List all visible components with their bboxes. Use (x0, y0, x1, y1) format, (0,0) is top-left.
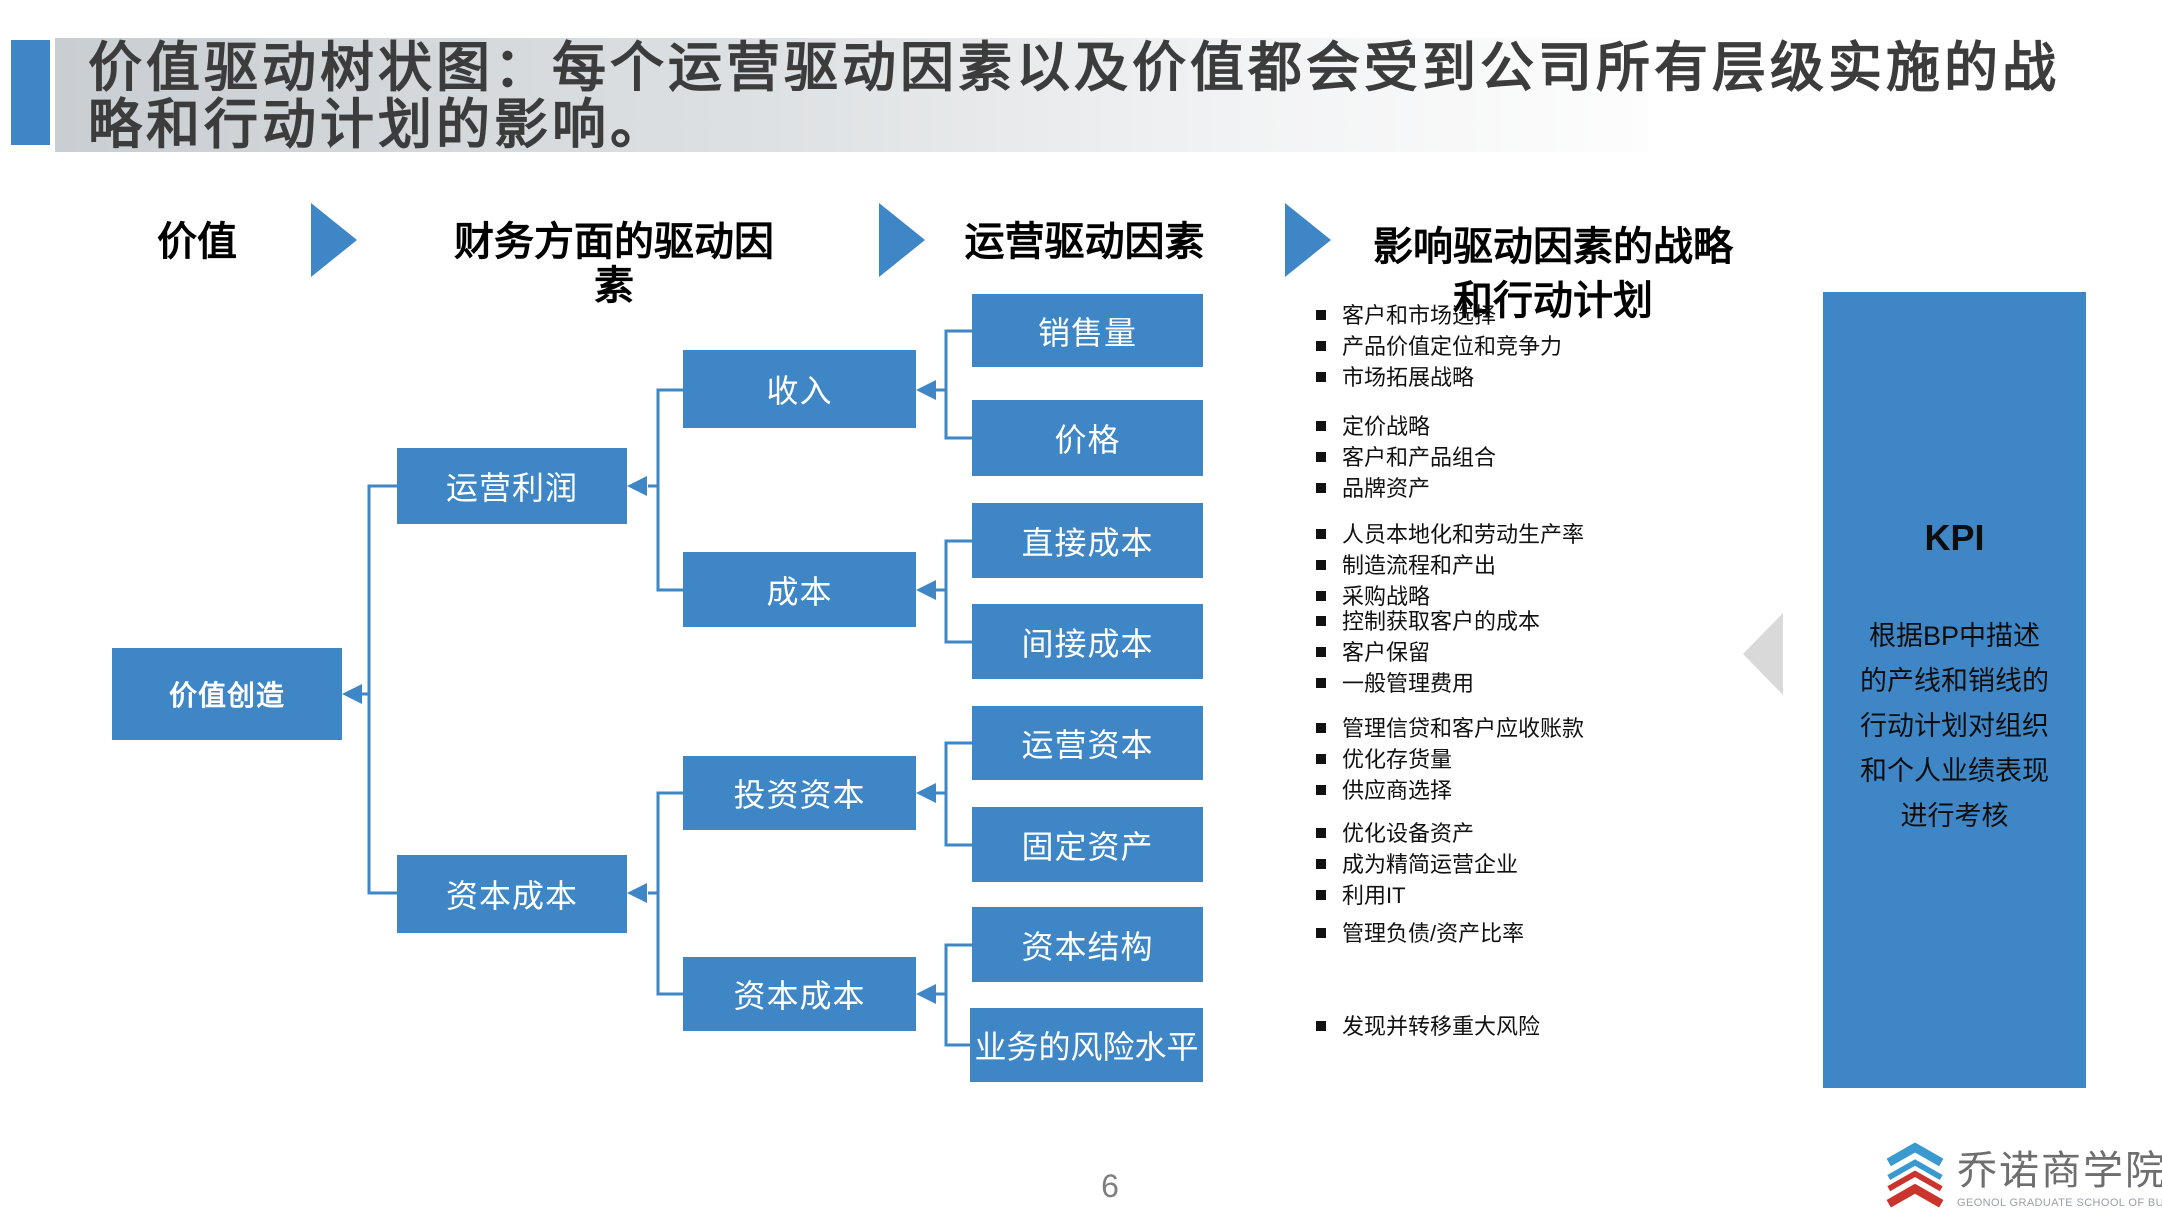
tree-box-working-capital: 运营资本 (972, 706, 1203, 780)
strategy-group-business-risk: 发现并转移重大风险 (1316, 1011, 1836, 1042)
logo-name: 乔诺商学院 (1957, 1149, 2162, 1193)
strategy-bullet-item: 优化设备资产 (1316, 818, 1836, 849)
square-bullet-icon (1316, 1021, 1326, 1031)
tree-box-fixed-assets: 固定资产 (972, 807, 1203, 882)
strategy-bullet-item: 采购战略 (1316, 581, 1836, 612)
tree-box-cost-of-capital: 资本成本 (397, 855, 627, 933)
strategy-bullet-item: 市场拓展战略 (1316, 362, 1836, 393)
logo-tagline: GEONOL GRADUATE SCHOOL OF BUSINESS (1957, 1197, 2162, 1209)
tree-box-business-risk-level: 业务的风险水平 (970, 1008, 1203, 1082)
strategy-bullet-item: 产品价值定位和竞争力 (1316, 331, 1836, 362)
company-logo: 乔诺商学院 GEONOL GRADUATE SCHOOL OF BUSINESS (1883, 1140, 2162, 1210)
strategy-bullet-item: 人员本地化和劳动生产率 (1316, 519, 1836, 550)
right-arrow-icon (1285, 203, 1331, 277)
strategy-bullet-item: 管理负债/资产比率 (1316, 918, 1836, 949)
tree-box-direct-cost: 直接成本 (972, 503, 1203, 578)
square-bullet-icon (1316, 529, 1326, 539)
square-bullet-icon (1316, 421, 1326, 431)
column-header-operational-drivers: 运营驱动因素 (964, 220, 1205, 264)
tree-box-operating-profit: 运营利润 (397, 448, 627, 524)
strategy-group-capital-structure: 管理负债/资产比率 (1316, 918, 1836, 949)
kpi-title: KPI (1924, 517, 1985, 558)
column-header-value: 价值 (157, 220, 237, 264)
tree-box-indirect-cost: 间接成本 (972, 604, 1203, 679)
square-bullet-icon (1316, 785, 1326, 795)
tree-box-cost: 成本 (683, 552, 916, 627)
strategy-bullet-item: 制造流程和产出 (1316, 550, 1836, 581)
column-header-strategies: 影响驱动因素的战略 和行动计划 (1358, 220, 1748, 328)
strategy-bullet-item: 利用IT (1316, 880, 1836, 911)
strategy-bullet-item: 控制获取客户的成本 (1316, 606, 1836, 637)
strategy-group-price: 定价战略 客户和产品组合 品牌资产 (1316, 411, 1836, 504)
square-bullet-icon (1316, 859, 1326, 869)
slide-title: 价值驱动树状图：每个运营驱动因素以及价值都会受到公司所有层级实施的战 略和行动计… (88, 40, 2148, 154)
square-bullet-icon (1316, 723, 1326, 733)
tree-box-value-creation: 价值创造 (112, 648, 342, 740)
strategy-bullet-item: 成为精简运营企业 (1316, 849, 1836, 880)
page-number: 6 (1101, 1168, 1119, 1204)
title-accent-bar (11, 40, 50, 145)
square-bullet-icon (1316, 452, 1326, 462)
title-background-band (55, 38, 1648, 152)
tree-box-revenue: 收入 (683, 350, 916, 428)
strategy-bullet-item: 管理信贷和客户应收账款 (1316, 713, 1836, 744)
strategy-bullet-item: 发现并转移重大风险 (1316, 1011, 1836, 1042)
strategy-bullet-item: 客户和产品组合 (1316, 442, 1836, 473)
kpi-description: 根据BP中描述 的产线和销线的 行动计划对组织 和个人业绩表现 进行考核 (1860, 621, 2049, 831)
right-arrow-icon (879, 203, 925, 277)
strategy-bullet-item: 定价战略 (1316, 411, 1836, 442)
tree-box-sales-volume: 销售量 (972, 294, 1203, 367)
tree-box-price: 价格 (972, 400, 1203, 476)
square-bullet-icon (1316, 591, 1326, 601)
tree-box-invested-capital: 投资资本 (683, 756, 916, 830)
strategy-bullet-item: 客户保留 (1316, 637, 1836, 668)
square-bullet-icon (1316, 616, 1326, 626)
strategy-group-direct-cost: 人员本地化和劳动生产率 制造流程和产出 采购战略 (1316, 519, 1836, 612)
left-pointer-icon (1743, 613, 1783, 695)
logo-text-block: 乔诺商学院 GEONOL GRADUATE SCHOOL OF BUSINESS (1957, 1140, 2162, 1209)
strategy-group-indirect-cost: 控制获取客户的成本 客户保留 一般管理费用 (1316, 606, 1836, 699)
column-header-strategies-line1: 影响驱动因素的战略 (1373, 225, 1733, 269)
square-bullet-icon (1316, 678, 1326, 688)
right-arrow-icon (311, 203, 357, 277)
column-header-strategies-line2: 和行动计划 (1453, 279, 1653, 323)
square-bullet-icon (1316, 647, 1326, 657)
slide-title-line1: 价值驱动树状图：每个运营驱动因素以及价值都会受到公司所有层级实施的战 (88, 38, 2060, 98)
column-header-financial-drivers: 财务方面的驱动因素 (454, 220, 774, 308)
strategy-bullet-item: 一般管理费用 (1316, 668, 1836, 699)
strategy-bullet-item: 供应商选择 (1316, 775, 1836, 806)
square-bullet-icon (1316, 560, 1326, 570)
strategy-bullet-item: 品牌资产 (1316, 473, 1836, 504)
strategy-group-sales-volume: 客户和市场选择 产品价值定位和竞争力 市场拓展战略 (1316, 300, 1836, 393)
strategy-bullet-item: 优化存货量 (1316, 744, 1836, 775)
strategy-group-working-capital: 管理信贷和客户应收账款 优化存货量 供应商选择 (1316, 713, 1836, 806)
square-bullet-icon (1316, 310, 1326, 320)
square-bullet-icon (1316, 890, 1326, 900)
strategy-group-fixed-assets: 优化设备资产 成为精简运营企业 利用IT (1316, 818, 1836, 911)
square-bullet-icon (1316, 372, 1326, 382)
square-bullet-icon (1316, 341, 1326, 351)
tree-box-capital-cost-sub: 资本成本 (683, 957, 916, 1031)
square-bullet-icon (1316, 483, 1326, 493)
square-bullet-icon (1316, 828, 1326, 838)
tree-box-capital-structure: 资本结构 (972, 907, 1203, 982)
kpi-panel: KPI 根据BP中描述 的产线和销线的 行动计划对组织 和个人业绩表现 进行考核 (1823, 292, 2086, 1088)
logo-chevrons-icon (1886, 1142, 1944, 1208)
square-bullet-icon (1316, 754, 1326, 764)
slide-title-line2: 略和行动计划的影响。 (88, 95, 668, 155)
strategy-bullet-item: 客户和市场选择 (1316, 300, 1836, 331)
square-bullet-icon (1316, 928, 1326, 938)
